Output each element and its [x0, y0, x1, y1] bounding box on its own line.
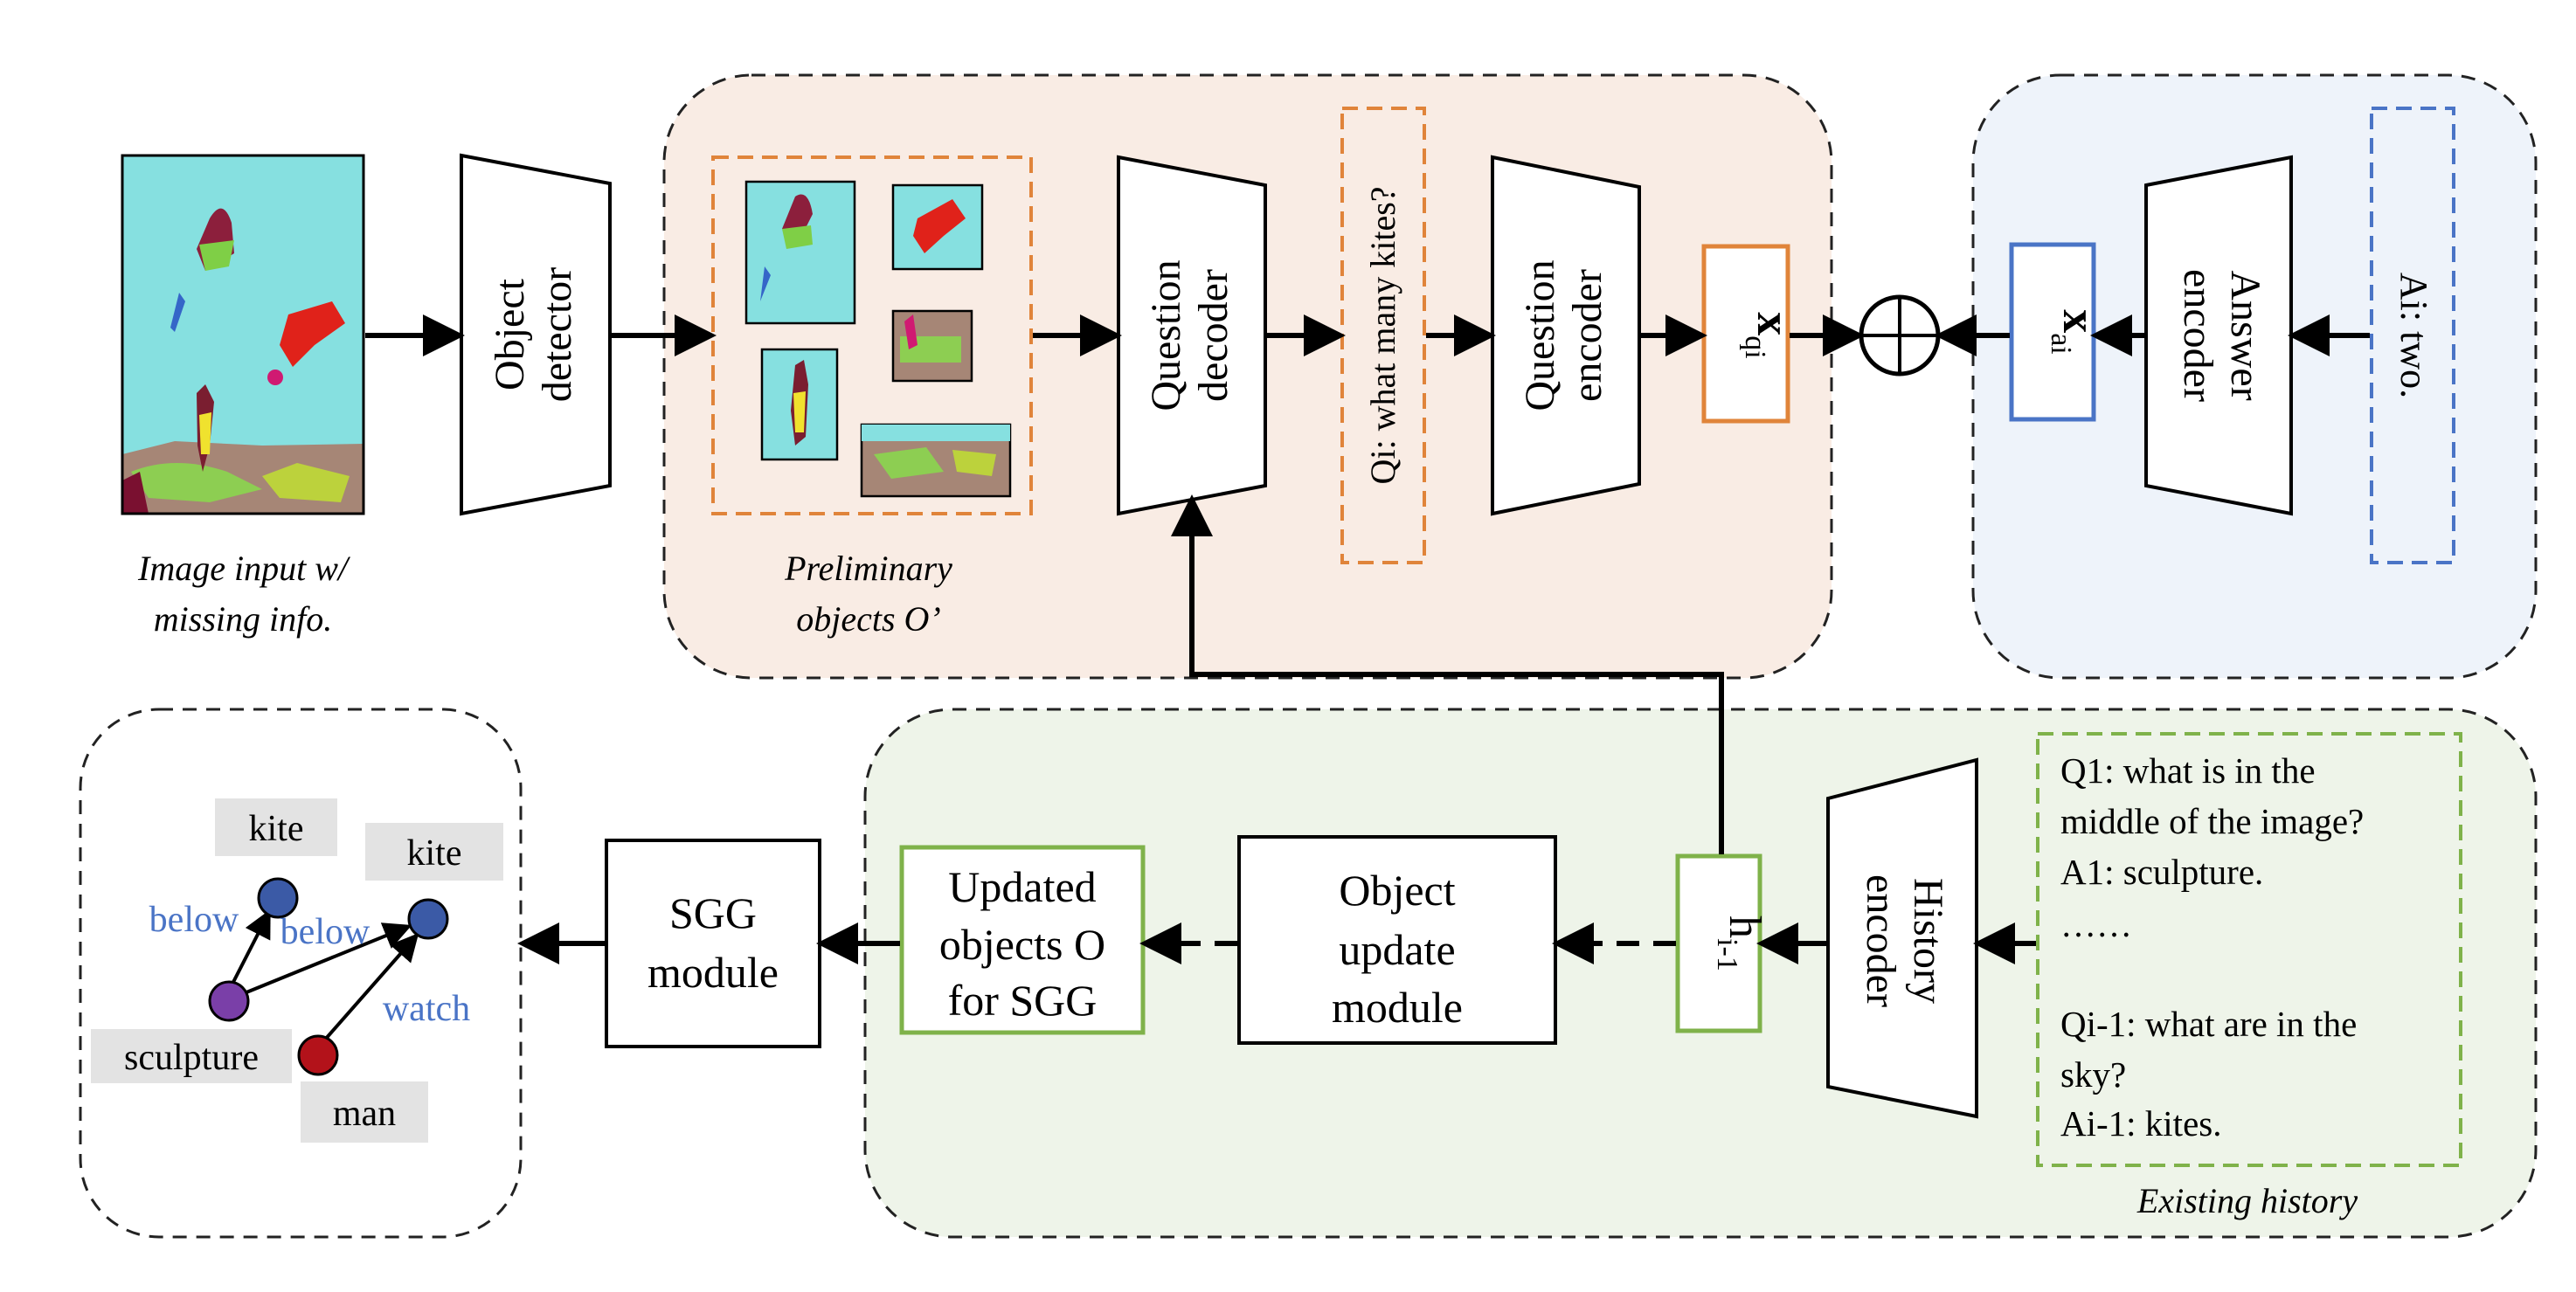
hidden-state-label: hi-1 — [1711, 915, 1769, 971]
updated-objects-line1: Updated — [948, 862, 1096, 911]
node-kite-2 — [407, 898, 449, 940]
edge-sculpture-kite-1 — [227, 909, 271, 991]
answer-text-box — [2370, 107, 2455, 564]
history-line-2: middle of the image? — [2060, 801, 2364, 841]
updated-objects-line2: objects O — [939, 920, 1105, 969]
question-decoder-line1: Question — [1143, 259, 1189, 411]
object-detector-block — [460, 153, 612, 516]
answer-encoder-line2: encoder — [2175, 269, 2221, 402]
answer-text: Ai: two. — [2392, 273, 2435, 398]
sgg-module-line2: module — [647, 948, 779, 997]
history-line-8: Ai-1: kites. — [2060, 1103, 2221, 1143]
node-label-bg-sculpture — [91, 1029, 292, 1083]
hidden-state-base: h — [1720, 915, 1769, 938]
object-crop-2 — [891, 183, 984, 271]
xai-box — [2009, 242, 2096, 422]
history-line-6: Qi-1: what are in the — [2060, 1004, 2357, 1044]
xai-base: x — [2053, 309, 2106, 333]
sum-operator-icon — [1859, 294, 1941, 377]
node-label-sculpture: sculpture — [124, 1038, 259, 1078]
node-label-kite-2: kite — [407, 833, 462, 874]
xqi-base: x — [1748, 312, 1800, 335]
question-encoder-line2: encoder — [1564, 269, 1610, 402]
question-decoder-block — [1117, 155, 1267, 516]
hidden-state-sub: i-1 — [1711, 938, 1743, 971]
edge-label-watch: watch — [383, 989, 470, 1029]
object-crop-3 — [891, 309, 973, 383]
node-label-bg-kite-1 — [215, 798, 337, 856]
node-label-man: man — [333, 1094, 396, 1134]
updated-objects-line3: for SGG — [948, 976, 1098, 1025]
object-detector-line2: detector — [534, 267, 580, 403]
image-input-caption-line2: missing info. — [154, 599, 332, 639]
updated-objects-box — [899, 845, 1146, 1035]
sgg-module-line1: SGG — [669, 888, 757, 937]
node-label-bg-man — [301, 1081, 428, 1143]
question-decoder-line2: decoder — [1190, 269, 1236, 402]
object-crop-5 — [860, 423, 1012, 498]
history-caption: Existing history — [2136, 1181, 2358, 1220]
sgg-module — [605, 839, 821, 1048]
history-encoder-block — [1826, 757, 1978, 1119]
arrows — [365, 314, 2370, 964]
object-update-line2: update — [1339, 925, 1455, 974]
object-crop-4 — [760, 348, 839, 461]
scene-graph: kite kite sculpture man below below watc… — [91, 798, 503, 1143]
xqi-box — [1701, 244, 1790, 424]
xqi-label: xqi — [1739, 312, 1800, 358]
history-text-box — [2036, 732, 2462, 1167]
object-crop-1 — [744, 180, 856, 325]
history-encoder-line2: encoder — [1858, 874, 1904, 1007]
xqi-sub: qi — [1739, 335, 1771, 358]
image-input-thumbnail — [121, 154, 365, 515]
question-text: Qi: what many kites? — [1363, 186, 1402, 484]
preliminary-objects-box — [711, 155, 1033, 515]
history-line-1: Q1: what is in the — [2060, 750, 2316, 791]
answer-encoder-block — [2144, 155, 2293, 516]
object-update-module — [1237, 835, 1557, 1045]
preliminary-caption-line2: objects O’ — [796, 599, 941, 639]
history-line-3: A1: sculpture. — [2060, 852, 2263, 892]
hidden-state-box — [1675, 853, 1762, 1033]
node-label-bg-kite-2 — [365, 823, 503, 881]
object-update-line3: module — [1332, 983, 1463, 1032]
edge-label-below-1: below — [149, 900, 239, 940]
image-input-caption-line1: Image input w/ — [137, 549, 351, 588]
history-encoder-line1: History — [1905, 878, 1951, 1004]
edge-label-below-2: below — [280, 912, 370, 952]
scene-graph-panel — [79, 708, 523, 1239]
edge-man-kite-2 — [323, 932, 419, 1041]
question-encoder-block — [1491, 155, 1641, 516]
history-lines: Q1: what is in the middle of the image? … — [2060, 750, 2364, 1143]
edge-sculpture-kite-2 — [246, 922, 412, 994]
node-sculpture — [208, 980, 250, 1022]
node-kite-1 — [257, 877, 299, 919]
arrow-hidden-to-decoder — [1171, 494, 1724, 854]
history-line-4: …… — [2060, 904, 2132, 944]
question-encoder-line1: Question — [1517, 259, 1563, 411]
object-detector-line1: Object — [487, 278, 533, 390]
answer-encoder-line1: Answer — [2222, 270, 2268, 400]
xai-sub: ai — [2045, 333, 2077, 355]
object-update-line1: Object — [1339, 866, 1455, 915]
node-man — [297, 1034, 339, 1076]
node-label-kite-1: kite — [249, 809, 304, 849]
history-line-7: sky? — [2060, 1054, 2126, 1095]
preliminary-caption-line1: Preliminary — [784, 549, 952, 588]
